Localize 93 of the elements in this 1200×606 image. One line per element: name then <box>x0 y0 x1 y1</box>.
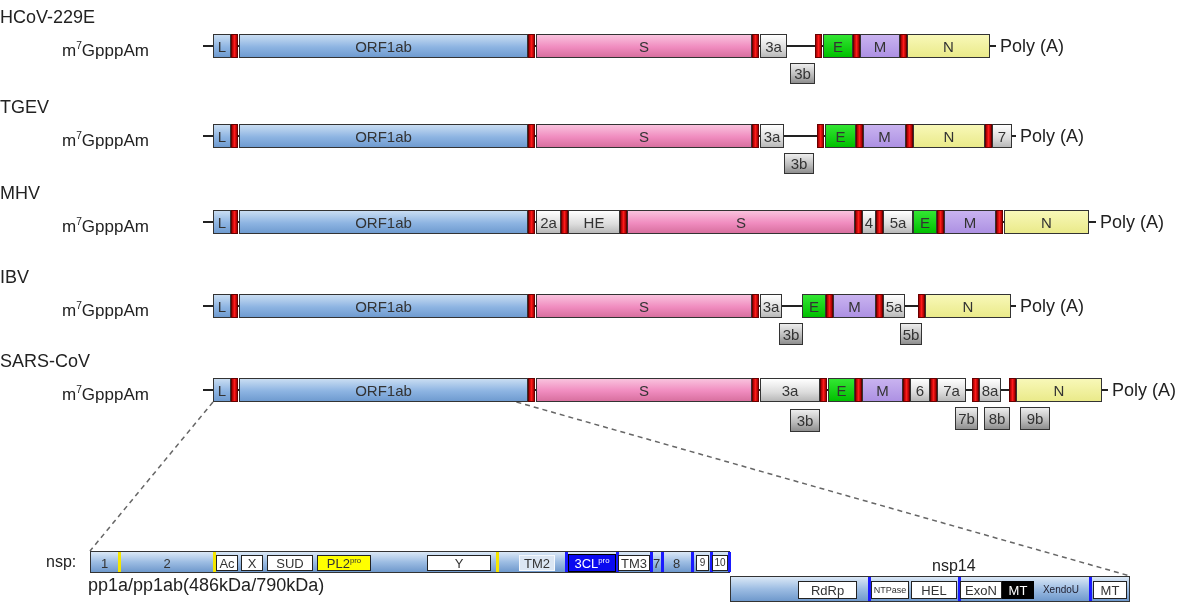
virus-name: SARS-CoV <box>0 350 91 372</box>
gene-segment: 3a <box>760 294 782 318</box>
gene-segment: M <box>860 34 900 58</box>
domain-box: TM2 <box>519 555 555 571</box>
domain-label: XendoU <box>1037 581 1085 599</box>
gene-segment: 3b <box>790 63 815 84</box>
gene-segment: 8b <box>984 407 1010 430</box>
gene-segment: N <box>1016 378 1102 402</box>
gene-segment: M <box>944 210 996 234</box>
domain-box: PL2$^{pro}$ <box>317 555 371 571</box>
cap-label: m$^{7}$GpppAm <box>62 299 149 323</box>
gene-segment: 3b <box>784 153 814 174</box>
domain-box: NTPase <box>871 581 909 599</box>
domain-label: 7 <box>652 552 661 574</box>
domain-box: MT <box>1002 581 1034 599</box>
gene-segment: L <box>213 124 231 148</box>
gene-segment: 6 <box>910 378 930 402</box>
gene-segment: 5a <box>883 294 905 318</box>
gene-segment: E <box>828 378 855 402</box>
gene-segment: N <box>1004 210 1089 234</box>
gene-segment: L <box>213 210 231 234</box>
gene-segment: M <box>863 124 906 148</box>
gene-segment: ORF1ab <box>239 294 528 318</box>
domain-box: HEL <box>911 581 957 599</box>
gene-segment: L <box>213 378 231 402</box>
domain-box: TM3 <box>618 555 650 571</box>
gene-segment: 4 <box>862 210 876 234</box>
gene-segment: S <box>536 294 752 318</box>
gene-segment: 7b <box>955 407 978 430</box>
virus-name: TGEV <box>0 96 49 118</box>
cap-label: m$^{7}$GpppAm <box>62 215 149 239</box>
gene-segment: E <box>823 34 853 58</box>
cap-label: m$^{7}$GpppAm <box>62 39 149 63</box>
gene-segment: ORF1ab <box>239 378 528 402</box>
gene-segment: 3a <box>760 124 784 148</box>
polya-label: Poly (A) <box>1100 211 1164 233</box>
gene-segment: ORF1ab <box>239 210 528 234</box>
domain-box: MT <box>1093 581 1127 599</box>
virus-name: MHV <box>0 182 40 204</box>
gene-segment: N <box>907 34 990 58</box>
cap-label: m$^{7}$GpppAm <box>62 383 149 407</box>
polya-label: Poly (A) <box>1112 379 1176 401</box>
gene-segment: ORF1ab <box>239 124 528 148</box>
domain-label: 1 <box>91 552 118 574</box>
domain-box: X <box>241 555 263 571</box>
polyprotein-bar <box>90 551 730 573</box>
gene-segment: 3b <box>790 409 820 432</box>
virus-name: IBV <box>0 266 29 288</box>
gene-segment: ORF1ab <box>239 34 528 58</box>
nsp-label: nsp: <box>46 552 77 572</box>
gene-segment: S <box>536 378 752 402</box>
domain-box: SUD <box>267 555 313 571</box>
gene-segment: 3a <box>760 378 820 402</box>
gene-segment: S <box>627 210 855 234</box>
zoom-guide-line <box>89 401 214 552</box>
gene-segment: 8a <box>979 378 1001 402</box>
gene-segment: E <box>802 294 826 318</box>
gene-segment: 5a <box>883 210 913 234</box>
gene-segment: L <box>213 34 231 58</box>
gene-segment: S <box>536 124 752 148</box>
domain-box: 9 <box>696 555 709 571</box>
cap-label: m$^{7}$GpppAm <box>62 129 149 153</box>
gene-segment: 7 <box>992 124 1012 148</box>
domain-box: ExoN <box>960 581 1002 599</box>
domain-box: 10 <box>712 555 728 571</box>
gene-segment: N <box>925 294 1011 318</box>
gene-segment: 2a <box>536 210 561 234</box>
gene-segment: M <box>833 294 876 318</box>
polya-label: Poly (A) <box>1020 295 1084 317</box>
gene-segment: 3b <box>779 323 803 345</box>
domain-label: 8 <box>662 552 691 574</box>
gene-segment: 9b <box>1020 407 1050 430</box>
nsp-label: nsp14 <box>932 556 976 576</box>
domain-box: Ac <box>216 555 238 571</box>
gene-segment: S <box>536 34 752 58</box>
domain-label: 2 <box>121 552 213 574</box>
gene-segment: 3a <box>760 34 787 58</box>
gene-segment: 5b <box>900 323 922 345</box>
gene-segment: N <box>913 124 985 148</box>
domain-box: RdRp <box>798 581 857 599</box>
gene-segment: E <box>913 210 937 234</box>
gene-segment: M <box>862 378 903 402</box>
polyprotein-bar <box>730 576 1130 602</box>
polyprotein-label: pp1a/pp1ab(486kDa/790kDa) <box>88 574 325 596</box>
polya-label: Poly (A) <box>1000 35 1064 57</box>
polya-label: Poly (A) <box>1020 125 1084 147</box>
virus-name: HCoV-229E <box>0 6 96 28</box>
gene-segment: L <box>213 294 231 318</box>
domain-box: 3CL$^{pro}$ <box>568 554 616 572</box>
gene-segment: E <box>825 124 856 148</box>
gene-segment: 7a <box>937 378 966 402</box>
gene-segment: HE <box>568 210 620 234</box>
domain-box: Y <box>427 555 491 571</box>
